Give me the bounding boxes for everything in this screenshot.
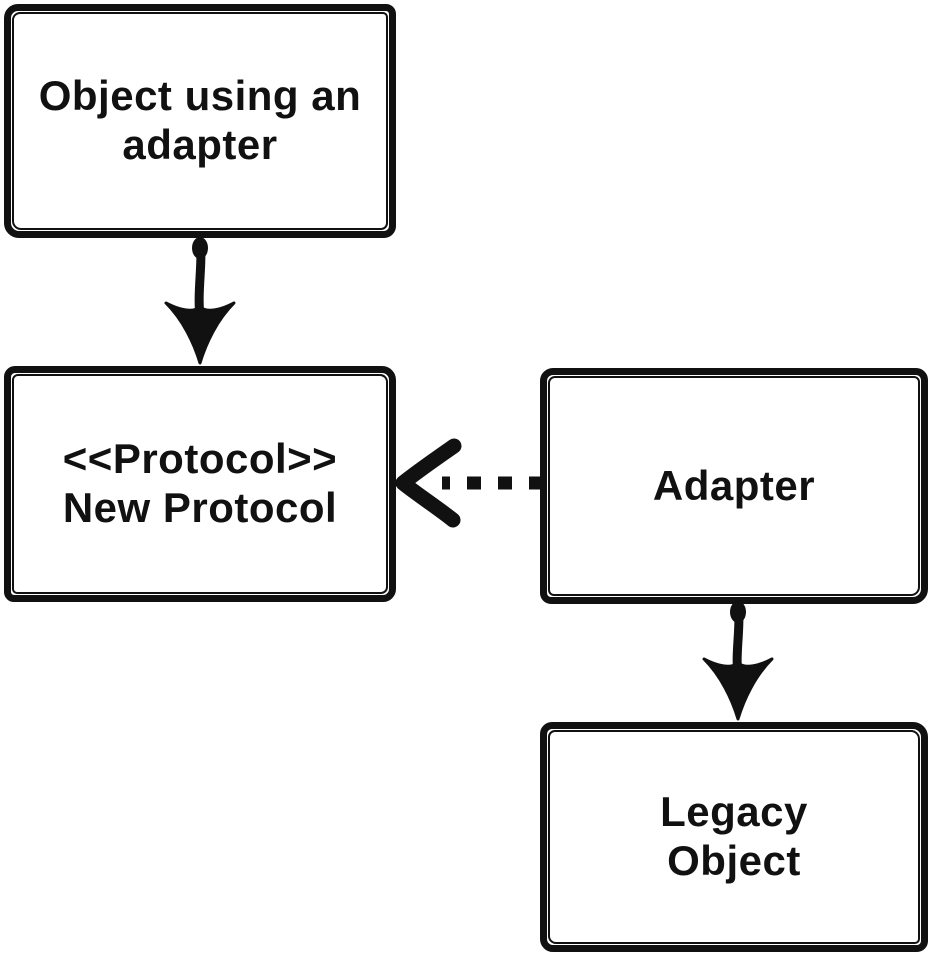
node-label-line: Adapter <box>652 461 816 509</box>
node-new-protocol: <<Protocol>> New Protocol <box>4 366 396 602</box>
node-label-line: adapter <box>122 121 278 168</box>
node-label-line: Object <box>667 837 801 884</box>
arrow-client-to-protocol <box>164 237 236 365</box>
node-label-line: Legacy <box>660 788 808 836</box>
node-object-using-adapter: Object using an adapter <box>4 4 396 238</box>
node-legacy-object: Legacy Object <box>540 722 928 952</box>
arrow-adapter-to-legacy <box>702 601 774 721</box>
node-stereotype-label: <<Protocol>> <box>62 435 338 483</box>
node-label-line: New Protocol <box>62 484 338 531</box>
arrow-adapter-to-protocol-dashed <box>395 438 543 528</box>
node-adapter: Adapter <box>540 368 928 604</box>
node-label-line: Object using an <box>38 72 362 120</box>
